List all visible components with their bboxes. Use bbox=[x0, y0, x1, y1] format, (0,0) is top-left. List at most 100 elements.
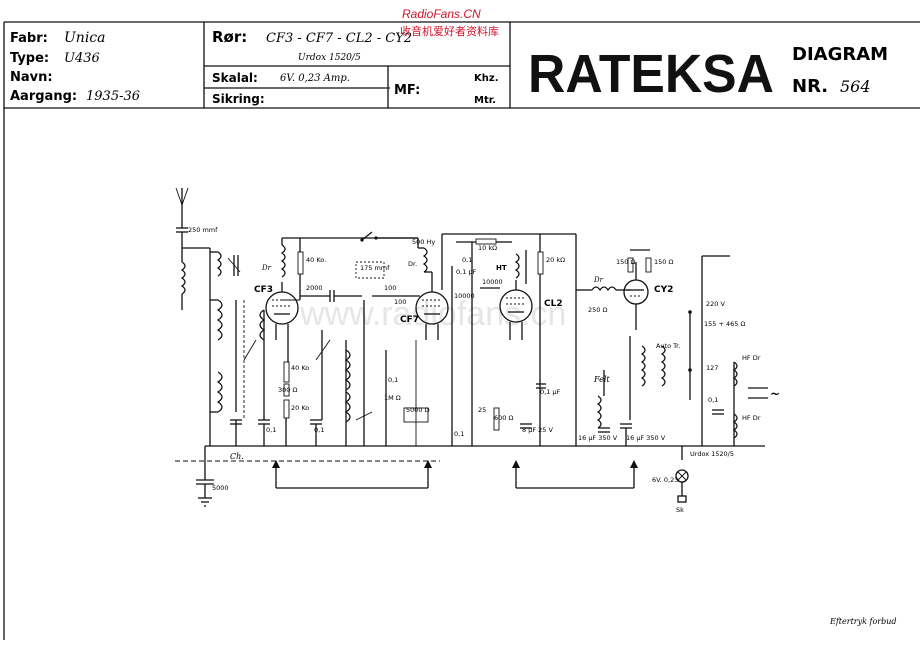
dr-500hy bbox=[422, 247, 428, 273]
ht-transformer bbox=[514, 253, 520, 279]
r250-label: 250 Ω bbox=[588, 306, 607, 314]
tube-cf7-label: CF7 bbox=[400, 315, 419, 325]
schematic-diagram: Ch. 250 mmf 5000 bbox=[175, 187, 780, 514]
ch-label: Ch. bbox=[230, 452, 244, 461]
hf-dr-1 bbox=[732, 361, 738, 387]
skalal-value: 6V. 0,23 Amp. bbox=[280, 73, 350, 84]
c01d-label: 0,1 bbox=[314, 426, 324, 434]
ht-label: HT bbox=[496, 264, 507, 272]
aargang-label: Aargang: bbox=[10, 89, 77, 104]
r20kb-label: 20 Ko bbox=[291, 404, 309, 412]
c01g-label: 0,1 μF bbox=[540, 388, 561, 396]
r-150-b bbox=[645, 257, 652, 273]
hf-dr-2 bbox=[732, 413, 738, 439]
c01c-label: 0,1 bbox=[266, 426, 276, 434]
c-5000-label: 5000 bbox=[212, 484, 229, 492]
c175-label: 175 mmf bbox=[360, 264, 390, 272]
fabr-label: Fabr: bbox=[10, 31, 48, 46]
mtr-label: Mtr. bbox=[474, 95, 496, 106]
c01e-label: 0,1 bbox=[388, 376, 398, 384]
watermark-chinese: 收音机爱好者资料库 bbox=[400, 24, 499, 38]
v155-label: 155 + 465 Ω bbox=[704, 320, 745, 328]
nr-value: 564 bbox=[840, 77, 871, 96]
r600-label: 600 Ω bbox=[494, 414, 513, 422]
c500hy-label: 500 Hy bbox=[412, 238, 435, 246]
mf-label: MF: bbox=[394, 83, 420, 98]
tube-cf3-label: CF3 bbox=[254, 285, 273, 295]
title-block: Fabr: Unica Type: U436 Navn: Aargang: 19… bbox=[3, 7, 920, 640]
r-300 bbox=[283, 383, 290, 397]
antenna-coil bbox=[180, 261, 186, 295]
felt-coil bbox=[596, 395, 602, 429]
tube-cy2 bbox=[623, 262, 649, 330]
c100b-label: 100 bbox=[394, 298, 406, 306]
footer-note: Eftertryk forbud bbox=[829, 617, 897, 626]
r40k-label: 40 Ko. bbox=[306, 256, 326, 264]
ror-extra: Urdox 1520/5 bbox=[298, 53, 361, 63]
ac-input-label: ~ bbox=[770, 387, 780, 401]
sikring-label: Sikring: bbox=[212, 92, 265, 106]
r25-label: 25 bbox=[478, 406, 486, 414]
tube-cy2-label: CY2 bbox=[654, 285, 673, 295]
fabr-value: Unica bbox=[64, 30, 105, 46]
hfdr1-label: HF Dr bbox=[742, 354, 761, 362]
osc-coil-2 bbox=[216, 371, 223, 413]
aargang-value: 1935-36 bbox=[86, 89, 140, 104]
r10k-label: 10 kΩ bbox=[478, 244, 497, 252]
c-2000-label: 2000 bbox=[306, 284, 323, 292]
rateksa-logo: RATEKSA bbox=[528, 44, 774, 104]
type-value: U436 bbox=[64, 51, 100, 66]
c01f-label: 0,1 bbox=[454, 430, 464, 438]
c01a-label: 0,1 bbox=[462, 256, 472, 264]
navn-label: Navn: bbox=[10, 70, 53, 85]
c1m-label: 1M Ω bbox=[384, 394, 401, 402]
tube-cf7 bbox=[415, 272, 449, 340]
c16uf2-label: 16 μF 350 V bbox=[626, 434, 666, 442]
c100a-label: 100 bbox=[384, 284, 396, 292]
dr250-label: Dr bbox=[593, 276, 604, 284]
sk-label: Sk bbox=[676, 506, 684, 514]
lamp-label: 6V. 0,23 bbox=[652, 476, 678, 484]
r20k-label: 20 kΩ bbox=[546, 256, 565, 264]
tube-cl2-label: CL2 bbox=[544, 299, 563, 309]
nr-label: NR. bbox=[792, 76, 828, 97]
dr-choke-1 bbox=[280, 244, 286, 278]
fuse-sk bbox=[677, 495, 687, 503]
ror-label: Rør: bbox=[212, 28, 247, 46]
dr-250 bbox=[591, 286, 617, 292]
felt-label: Felt bbox=[593, 375, 610, 384]
r150b-label: 150 Ω bbox=[654, 258, 673, 266]
if-coil-1 bbox=[259, 309, 266, 341]
dr500-label: Dr. bbox=[408, 260, 417, 268]
c-250-label: 250 mmf bbox=[188, 226, 218, 234]
tube-cl2 bbox=[499, 280, 533, 340]
skalal-label: Skalal: bbox=[212, 71, 258, 85]
dr1-label: Dr bbox=[261, 264, 272, 272]
khz-label: Khz. bbox=[474, 73, 499, 84]
c01h-label: 0,1 bbox=[708, 396, 718, 404]
r40kb-label: 40 Ko bbox=[291, 364, 309, 372]
r150a-label: 150 Ω bbox=[616, 258, 635, 266]
r-40k-2 bbox=[283, 361, 290, 383]
v220-label: 220 V bbox=[706, 300, 725, 308]
type-label: Type: bbox=[10, 51, 49, 66]
if-coil-3 bbox=[344, 391, 351, 423]
c10000b-label: 10000 bbox=[482, 278, 503, 286]
diagram-label: DIAGRAM bbox=[792, 44, 888, 65]
watermark-site: RadioFans.CN bbox=[402, 7, 481, 21]
r-150-a bbox=[627, 257, 634, 273]
r300-label: 300 Ω bbox=[278, 386, 297, 394]
tube-cf3 bbox=[265, 282, 299, 340]
r5000-label: 5000 Ω bbox=[406, 406, 430, 414]
v127-label: 127 bbox=[706, 364, 718, 372]
gang-arrows bbox=[272, 460, 638, 489]
auto-transformer bbox=[640, 345, 646, 387]
input-coil bbox=[216, 251, 222, 277]
c01b-label: 0,1 pF bbox=[456, 268, 477, 276]
c10000a-label: 10000 bbox=[454, 292, 475, 300]
osc-coil-1 bbox=[216, 299, 223, 341]
ror-value: CF3 - CF7 - CL2 - CY2 bbox=[266, 31, 412, 46]
c8uf-label: 8 μF 25 V bbox=[522, 426, 553, 434]
urdox-label: Urdox 1520/5 bbox=[690, 450, 734, 458]
